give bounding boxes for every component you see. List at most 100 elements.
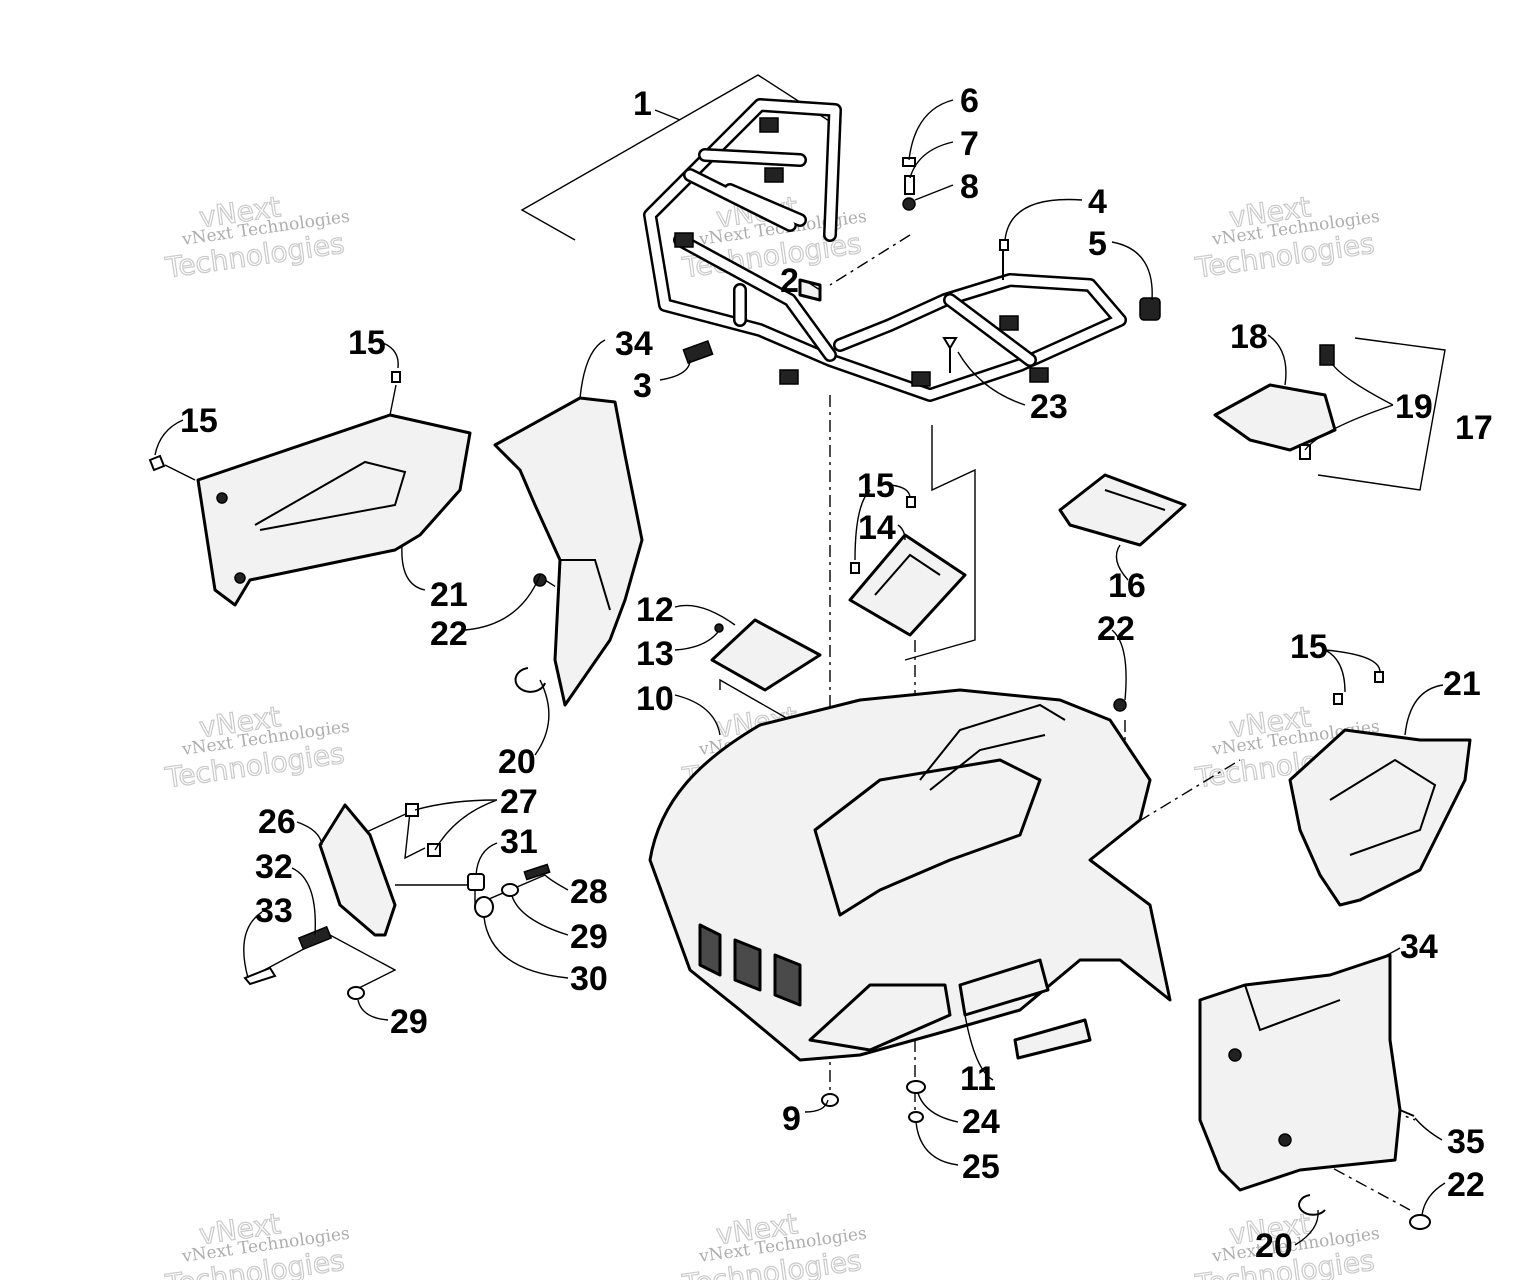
callout-35: 35 (1447, 1123, 1485, 1161)
inner-fender-34-right (1198, 953, 1402, 1192)
leader (1304, 364, 1394, 451)
leader (1111, 629, 1127, 701)
access-door-18 (1213, 383, 1337, 452)
leader (296, 821, 323, 846)
leader (1115, 544, 1129, 581)
callout-31: 31 (500, 823, 538, 861)
leader (917, 1092, 959, 1123)
side-panel-21-right (1288, 728, 1472, 907)
callout-29-lower: 29 (390, 1003, 428, 1041)
grommet-30 (474, 896, 494, 918)
leader (914, 184, 954, 201)
callout-16: 16 (1108, 567, 1146, 605)
clip-20 (514, 667, 546, 693)
hood-mount-hardware (821, 1080, 926, 1123)
rack-mount-pad (759, 117, 779, 133)
mud-flap-assembly (243, 803, 551, 1000)
leader (1414, 1117, 1443, 1141)
alignment-line (1289, 1144, 1411, 1211)
callout-32: 32 (255, 848, 293, 886)
rivet-15 (391, 371, 401, 383)
callout-34-left: 34 (615, 325, 653, 363)
rack-hardware (682, 157, 1161, 373)
leader (908, 99, 954, 161)
leader (483, 916, 569, 979)
front-hood (648, 688, 1172, 1062)
callout-21-left: 21 (430, 576, 468, 614)
callout-3: 3 (633, 367, 652, 405)
fender-hole (1228, 1048, 1242, 1062)
rivet-15 (850, 562, 860, 574)
callout-28: 28 (570, 873, 608, 911)
leader (1111, 241, 1153, 301)
callout-15-left-top: 15 (348, 324, 386, 362)
leader (909, 141, 954, 179)
callout-4: 4 (1088, 183, 1107, 221)
inner-fender-edge (560, 559, 611, 611)
leader (544, 874, 569, 891)
callout-14: 14 (858, 509, 896, 547)
leader (414, 799, 498, 851)
leader (804, 1099, 829, 1113)
leader (674, 604, 736, 626)
leader (534, 679, 550, 756)
rivet-15 (906, 496, 916, 508)
bolt-28 (523, 863, 551, 881)
side-panel-recess (254, 460, 407, 531)
inner-fender-34 (493, 396, 644, 707)
alignment-line (904, 425, 976, 661)
leader (1004, 198, 1083, 241)
callout-9: 9 (782, 1100, 801, 1138)
leader (1359, 947, 1401, 966)
clip-20 (1298, 1194, 1326, 1216)
panel-16 (1058, 473, 1187, 547)
alignment-line (829, 234, 911, 286)
mud-flap-26 (318, 803, 397, 937)
decal-2 (798, 278, 822, 302)
inner-fender-edge-right (1244, 984, 1341, 1032)
washer-29 (501, 883, 519, 897)
leader (511, 895, 569, 936)
callout-27: 27 (500, 783, 538, 821)
bracket-14 (848, 533, 967, 637)
bolt-33 (243, 966, 277, 986)
nut-8 (902, 197, 916, 211)
callout-22-left: 22 (430, 615, 468, 653)
hood-grille (698, 923, 802, 1007)
leader (897, 524, 906, 541)
nut-9 (821, 1093, 839, 1107)
panel-16-rib (1104, 489, 1166, 511)
push-rivet-22 (1113, 698, 1127, 712)
callout-21-right: 21 (1443, 665, 1481, 703)
screw-35 (1399, 1109, 1415, 1117)
leader (291, 867, 317, 936)
leader (401, 544, 426, 591)
callout-1: 1 (633, 85, 652, 123)
callout-24: 24 (962, 1103, 1000, 1141)
leader (1267, 334, 1287, 386)
leader (389, 384, 397, 416)
access-door-assembly (1213, 344, 1337, 460)
latch-19 (1299, 444, 1311, 460)
callout-12: 12 (636, 591, 674, 629)
callout-34-right: 34 (1400, 928, 1438, 966)
leader (1421, 1182, 1446, 1216)
callout-22-hood: 22 (1097, 610, 1135, 648)
callout-20-right: 20 (1255, 1227, 1293, 1265)
rack-mount-pad (779, 369, 799, 385)
alignment-line (254, 934, 397, 991)
callout-23: 23 (1030, 388, 1068, 426)
fastener-13 (714, 623, 724, 633)
rack-crossbars-inner (675, 150, 1035, 365)
panel-hole (234, 572, 246, 584)
fender-hole (1278, 1133, 1292, 1147)
leader (674, 631, 719, 651)
rivet-15 (1374, 671, 1384, 683)
rivet-15 (148, 454, 166, 472)
leader (854, 484, 911, 561)
leader (674, 694, 721, 736)
leader (1294, 1209, 1319, 1246)
leader (154, 419, 184, 456)
alignment-line (359, 810, 426, 860)
